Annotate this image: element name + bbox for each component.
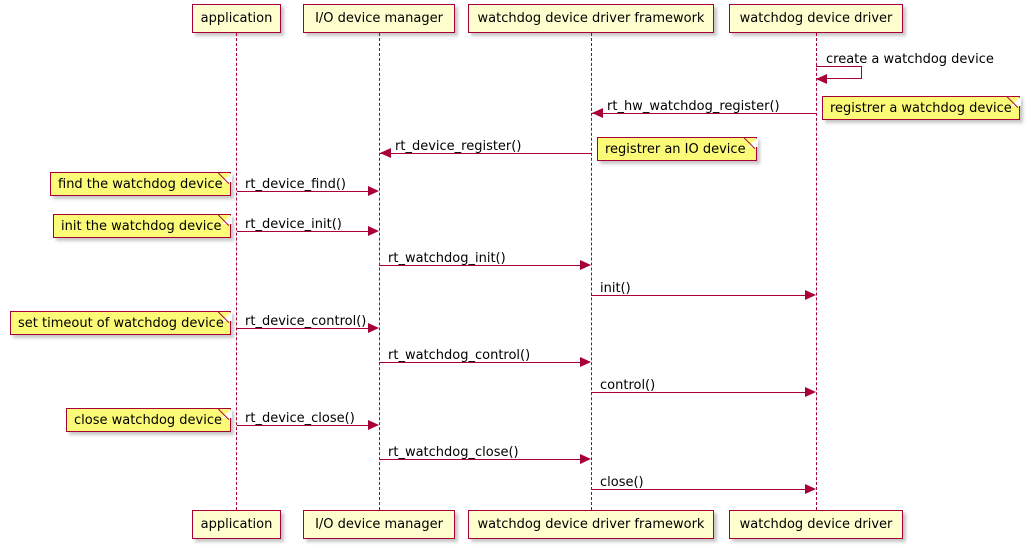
arrow-head-control (805, 387, 816, 397)
arrow-head-rt-device-init (368, 226, 379, 236)
participant-footer-io-device-manager[interactable]: I/O device manager (303, 510, 455, 539)
participant-footer-watchdog-driver[interactable]: watchdog device driver (729, 510, 903, 539)
message-label-control: control() (600, 378, 656, 393)
message-label-rt-device-init: rt_device_init() (245, 217, 342, 232)
arrow-head-rt-watchdog-close (580, 454, 591, 464)
lifeline-io-device-manager (378, 33, 380, 510)
message-line-rt-device-find (237, 191, 369, 192)
message-label-rt-watchdog-close: rt_watchdog_close() (388, 445, 519, 460)
participant-footer-application[interactable]: application (192, 510, 281, 539)
lifeline-application (236, 33, 237, 510)
note-fold-edge-icon (744, 137, 758, 151)
message-label-rt-device-control: rt_device_control() (245, 314, 367, 329)
participant-header-watchdog-framework[interactable]: watchdog device driver framework (468, 4, 714, 33)
message-label-rt-hw-watchdog-register: rt_hw_watchdog_register() (607, 99, 780, 114)
lifeline-watchdog-driver (816, 33, 817, 510)
note-set-timeout-of-watchdog-device: set timeout of watchdog device (10, 310, 232, 335)
arrow-head-rt-device-control (368, 323, 379, 333)
message-line-rt-hw-watchdog-register (592, 113, 816, 114)
note-registrer-a-watchdog-device: registrer a watchdog device (822, 95, 1021, 120)
participant-label: watchdog device driver (739, 517, 893, 532)
note-fold-edge-icon (218, 408, 232, 422)
message-line-rt-device-init (237, 231, 369, 232)
arrow-head-rt-device-find (368, 186, 379, 196)
note-registrer-an-io-device: registrer an IO device (597, 136, 758, 161)
message-label-rt-device-register: rt_device_register() (395, 139, 522, 154)
message-label-rt-device-close: rt_device_close() (245, 411, 355, 426)
note-label: find the watchdog device (58, 176, 223, 192)
note-label: registrer a watchdog device (830, 100, 1012, 116)
participant-label: application (200, 517, 273, 532)
arrow-head-create-watchdog-device (816, 74, 827, 84)
arrow-head-rt-hw-watchdog-register (592, 108, 603, 118)
note-label: registrer an IO device (605, 141, 746, 157)
note-label: init the watchdog device (61, 218, 222, 234)
participant-label: watchdog device driver framework (477, 517, 705, 532)
arrow-head-rt-device-register (380, 148, 391, 158)
note-fold-edge-icon (218, 172, 232, 186)
message-label-rt-watchdog-init: rt_watchdog_init() (388, 251, 506, 266)
note-init-the-watchdog-device: init the watchdog device (53, 213, 232, 238)
arrow-head-rt-watchdog-control (580, 357, 591, 367)
note-close-watchdog-device: close watchdog device (66, 407, 232, 432)
message-line-init (591, 295, 806, 296)
note-label: set timeout of watchdog device (18, 315, 224, 331)
message-line-rt-device-control (237, 328, 369, 329)
participant-label: I/O device manager (315, 11, 443, 26)
participant-header-io-device-manager[interactable]: I/O device manager (303, 4, 455, 33)
message-line-rt-watchdog-close (379, 459, 581, 460)
self-message-loop-create-watchdog-device (816, 66, 862, 79)
note-fold-edge-icon (218, 214, 232, 228)
message-line-rt-watchdog-control (379, 362, 581, 363)
message-label-create-watchdog-device: create a watchdog device (826, 52, 994, 67)
message-label-close: close() (600, 475, 644, 490)
message-label-rt-device-find: rt_device_find() (245, 177, 346, 192)
arrow-head-rt-device-close (368, 420, 379, 430)
note-label: close watchdog device (74, 412, 222, 428)
participant-label: I/O device manager (315, 517, 443, 532)
participant-label: watchdog device driver framework (477, 11, 705, 26)
note-fold-edge-icon (1007, 96, 1021, 110)
participant-label: watchdog device driver (739, 11, 893, 26)
message-line-rt-device-register (380, 153, 592, 154)
participant-footer-watchdog-framework[interactable]: watchdog device driver framework (468, 510, 714, 539)
arrow-head-close (805, 484, 816, 494)
note-fold-edge-icon (218, 311, 232, 325)
message-line-rt-device-close (237, 425, 369, 426)
note-find-the-watchdog-device: find the watchdog device (50, 171, 232, 196)
message-label-rt-watchdog-control: rt_watchdog_control() (388, 348, 531, 363)
arrow-head-rt-watchdog-init (580, 260, 591, 270)
participant-label: application (200, 11, 273, 26)
message-line-control (591, 392, 806, 393)
lifeline-watchdog-framework (591, 33, 592, 510)
participant-header-watchdog-driver[interactable]: watchdog device driver (729, 4, 903, 33)
message-line-close (591, 489, 806, 490)
arrow-head-init (805, 290, 816, 300)
participant-header-application[interactable]: application (192, 4, 281, 33)
message-line-rt-watchdog-init (379, 265, 581, 266)
message-label-init: init() (600, 281, 631, 296)
